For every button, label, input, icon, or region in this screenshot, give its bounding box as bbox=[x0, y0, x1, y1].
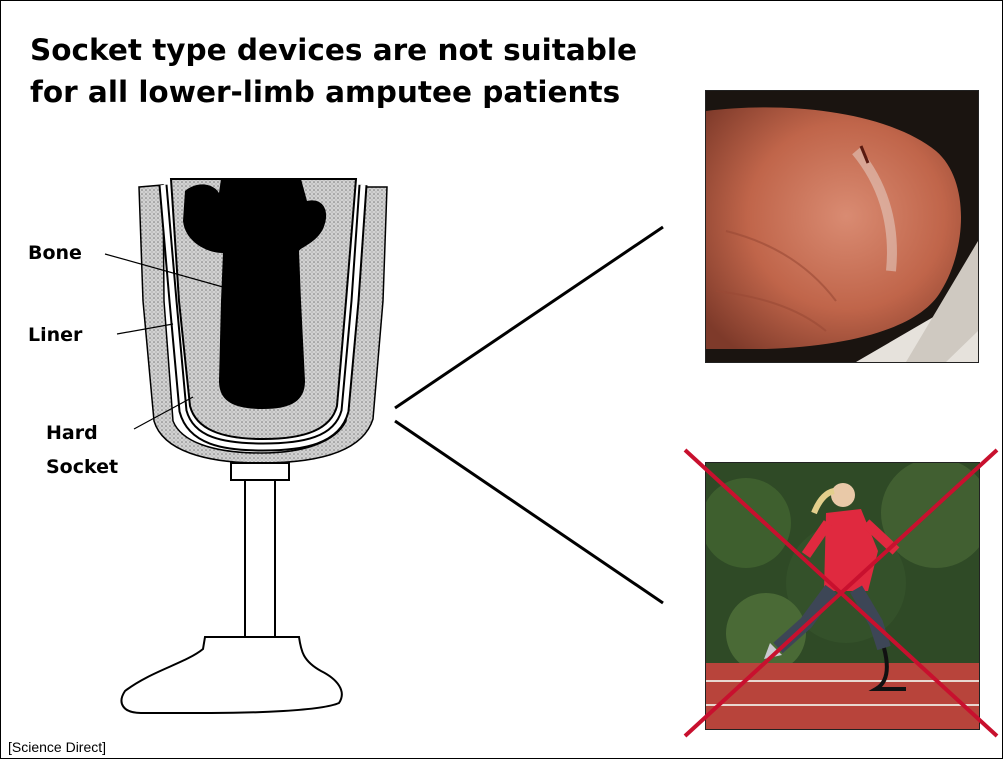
label-hard-socket-1: Hard bbox=[46, 421, 98, 445]
residual-limb-photo bbox=[705, 90, 979, 363]
source-citation: [Science Direct] bbox=[8, 739, 106, 755]
pylon bbox=[245, 480, 275, 637]
prosthetic-foot bbox=[122, 637, 342, 713]
pylon-connector bbox=[231, 463, 289, 480]
callout-line-top bbox=[395, 227, 663, 408]
cross-mark bbox=[677, 446, 1003, 746]
label-liner: Liner bbox=[28, 323, 82, 347]
callout-line-bottom bbox=[395, 421, 663, 603]
label-bone: Bone bbox=[28, 241, 82, 265]
label-hard-socket-2: Socket bbox=[46, 455, 118, 479]
